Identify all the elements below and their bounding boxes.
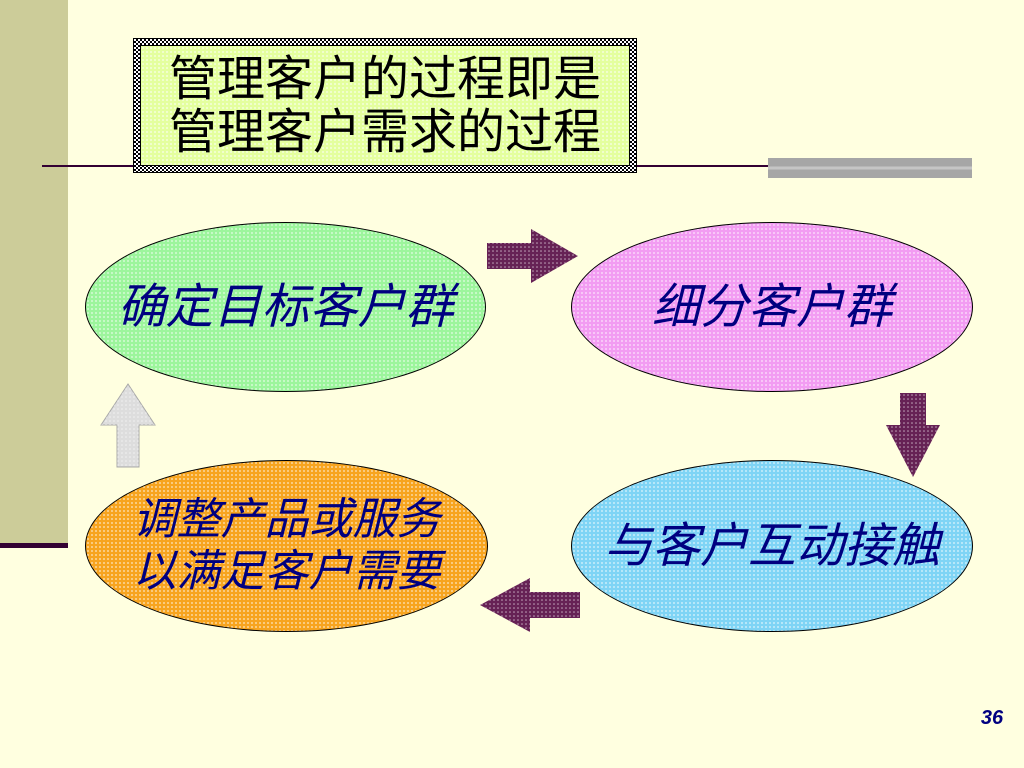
node-segment-customers-label: 细分客户群 [651, 279, 892, 335]
node-interact-customers-label: 与客户互动接触 [603, 518, 940, 574]
node-interact-customers: 与客户互动接触 [571, 460, 973, 632]
arrow-right-texture [487, 229, 578, 283]
left-accent-band [0, 0, 68, 544]
arrow-left-texture [480, 578, 580, 632]
arrow-left-icon [480, 578, 580, 632]
page-number: 36 [980, 707, 1004, 729]
title-box: 管理客户的过程即是 管理客户需求的过程 [133, 38, 637, 173]
arrow-up-icon [100, 383, 156, 468]
node-target-customers-label: 确定目标客户群 [117, 279, 454, 335]
title-line-1: 管理客户的过程即是 [168, 50, 601, 107]
node-target-customers: 确定目标客户群 [85, 222, 486, 392]
arrow-up-texture [101, 384, 155, 467]
node-adjust-products: 调整产品或服务 以满足客户需要 [85, 460, 488, 632]
left-band-rule [0, 543, 68, 548]
title-line-2: 管理客户需求的过程 [168, 103, 601, 160]
node-segment-customers: 细分客户群 [571, 222, 973, 392]
title-fill: 管理客户的过程即是 管理客户需求的过程 [140, 45, 630, 166]
arrow-down-texture [886, 393, 940, 477]
node-adjust-products-label-line-2: 以满足客户需要 [132, 546, 441, 597]
node-adjust-products-label-line-1: 调整产品或服务 [132, 494, 441, 545]
arrow-right-icon [487, 229, 578, 283]
header-accent-bar [768, 158, 972, 178]
arrow-down-icon [886, 393, 940, 477]
